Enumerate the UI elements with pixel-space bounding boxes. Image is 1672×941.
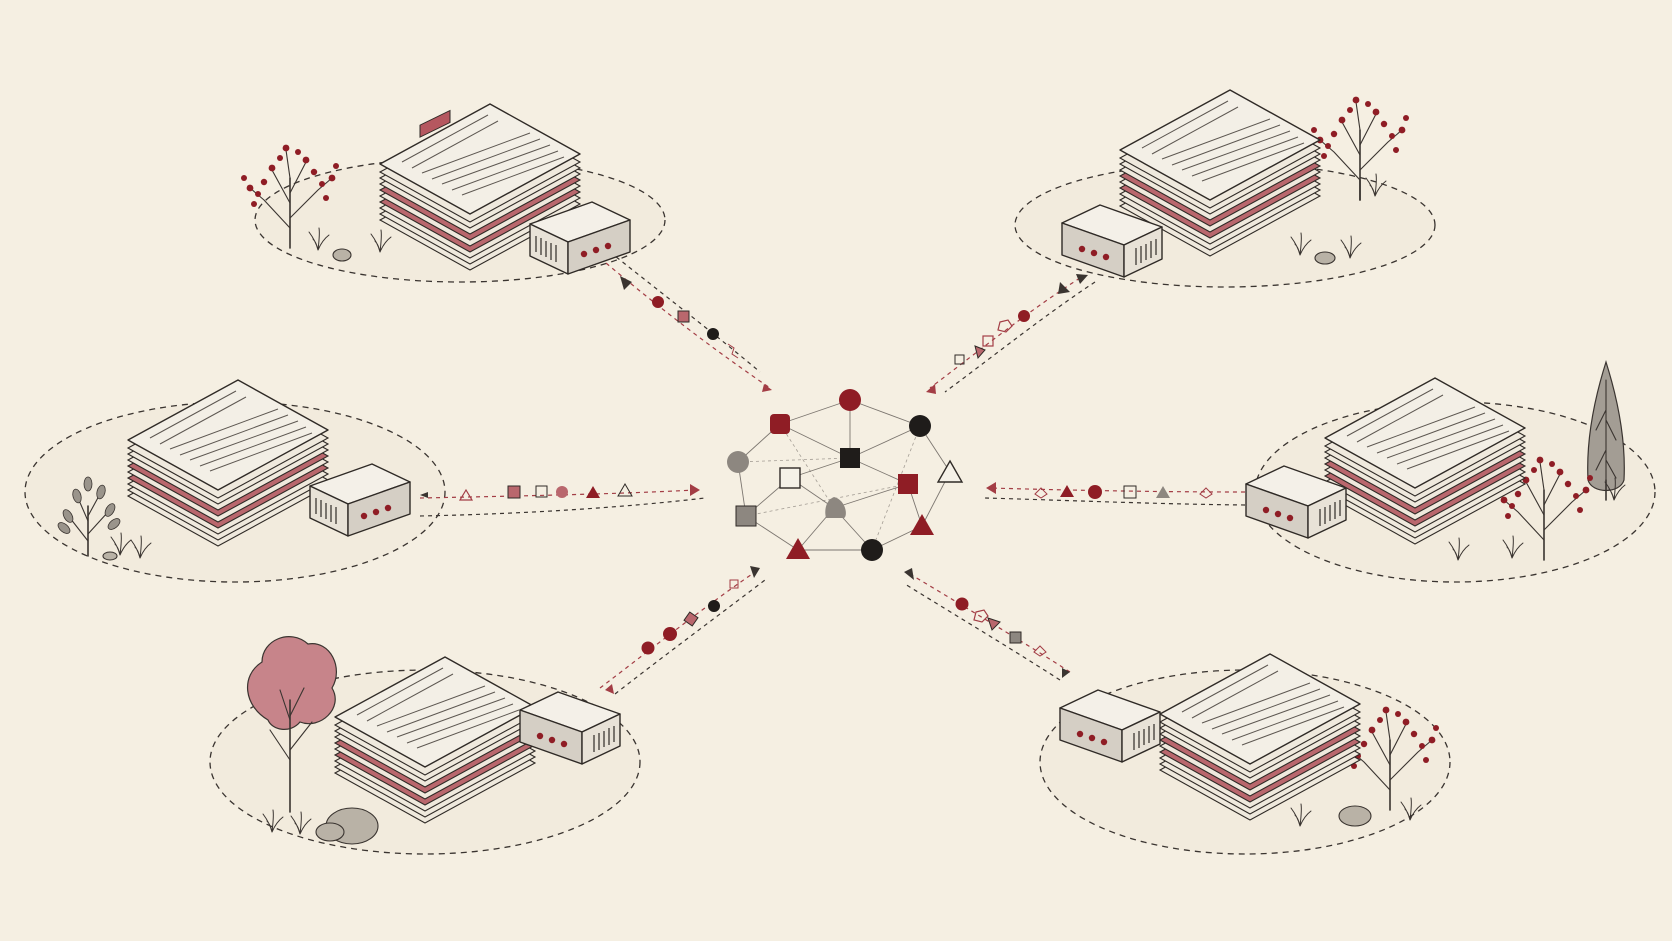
link-top-right [929,277,1081,389]
packet-triangle [620,276,632,290]
hub-node-red-square [770,414,790,434]
client-bottom-left [247,636,621,845]
island-top-right [1014,162,1436,288]
island-middle-left [24,401,446,583]
links [419,251,1246,695]
client-top-right [1061,89,1410,278]
island-bottom-right [1039,669,1451,855]
hub-node-grey-square [735,505,757,527]
link-top-left [599,257,771,389]
client-top-left [240,103,631,275]
hub-node-dark-circle [909,415,931,437]
central-hub [727,389,964,561]
hub-node-grey-circle [727,451,749,473]
hub-node-red-square-2 [898,474,918,494]
hub-node-dark-square [840,448,860,468]
cypress-tree [1587,360,1625,501]
hub-node-outline-triangle [936,459,964,483]
client-middle-left [55,379,411,561]
packets [458,276,1213,657]
hub-node-red-triangle [910,514,934,535]
hub-node-outline-square [779,467,801,489]
hub-nodes [727,389,964,561]
hub-node-red-triangle-2 [786,538,810,559]
hub-node-dark-circle-2 [861,539,883,561]
pink-tree [247,636,337,813]
client-middle-right [1245,360,1626,561]
hub-node-red-circle [839,389,861,411]
link-bottom-left [599,571,756,689]
client-bottom-right [1059,653,1440,827]
hub-node-grey-leaf [825,497,846,518]
